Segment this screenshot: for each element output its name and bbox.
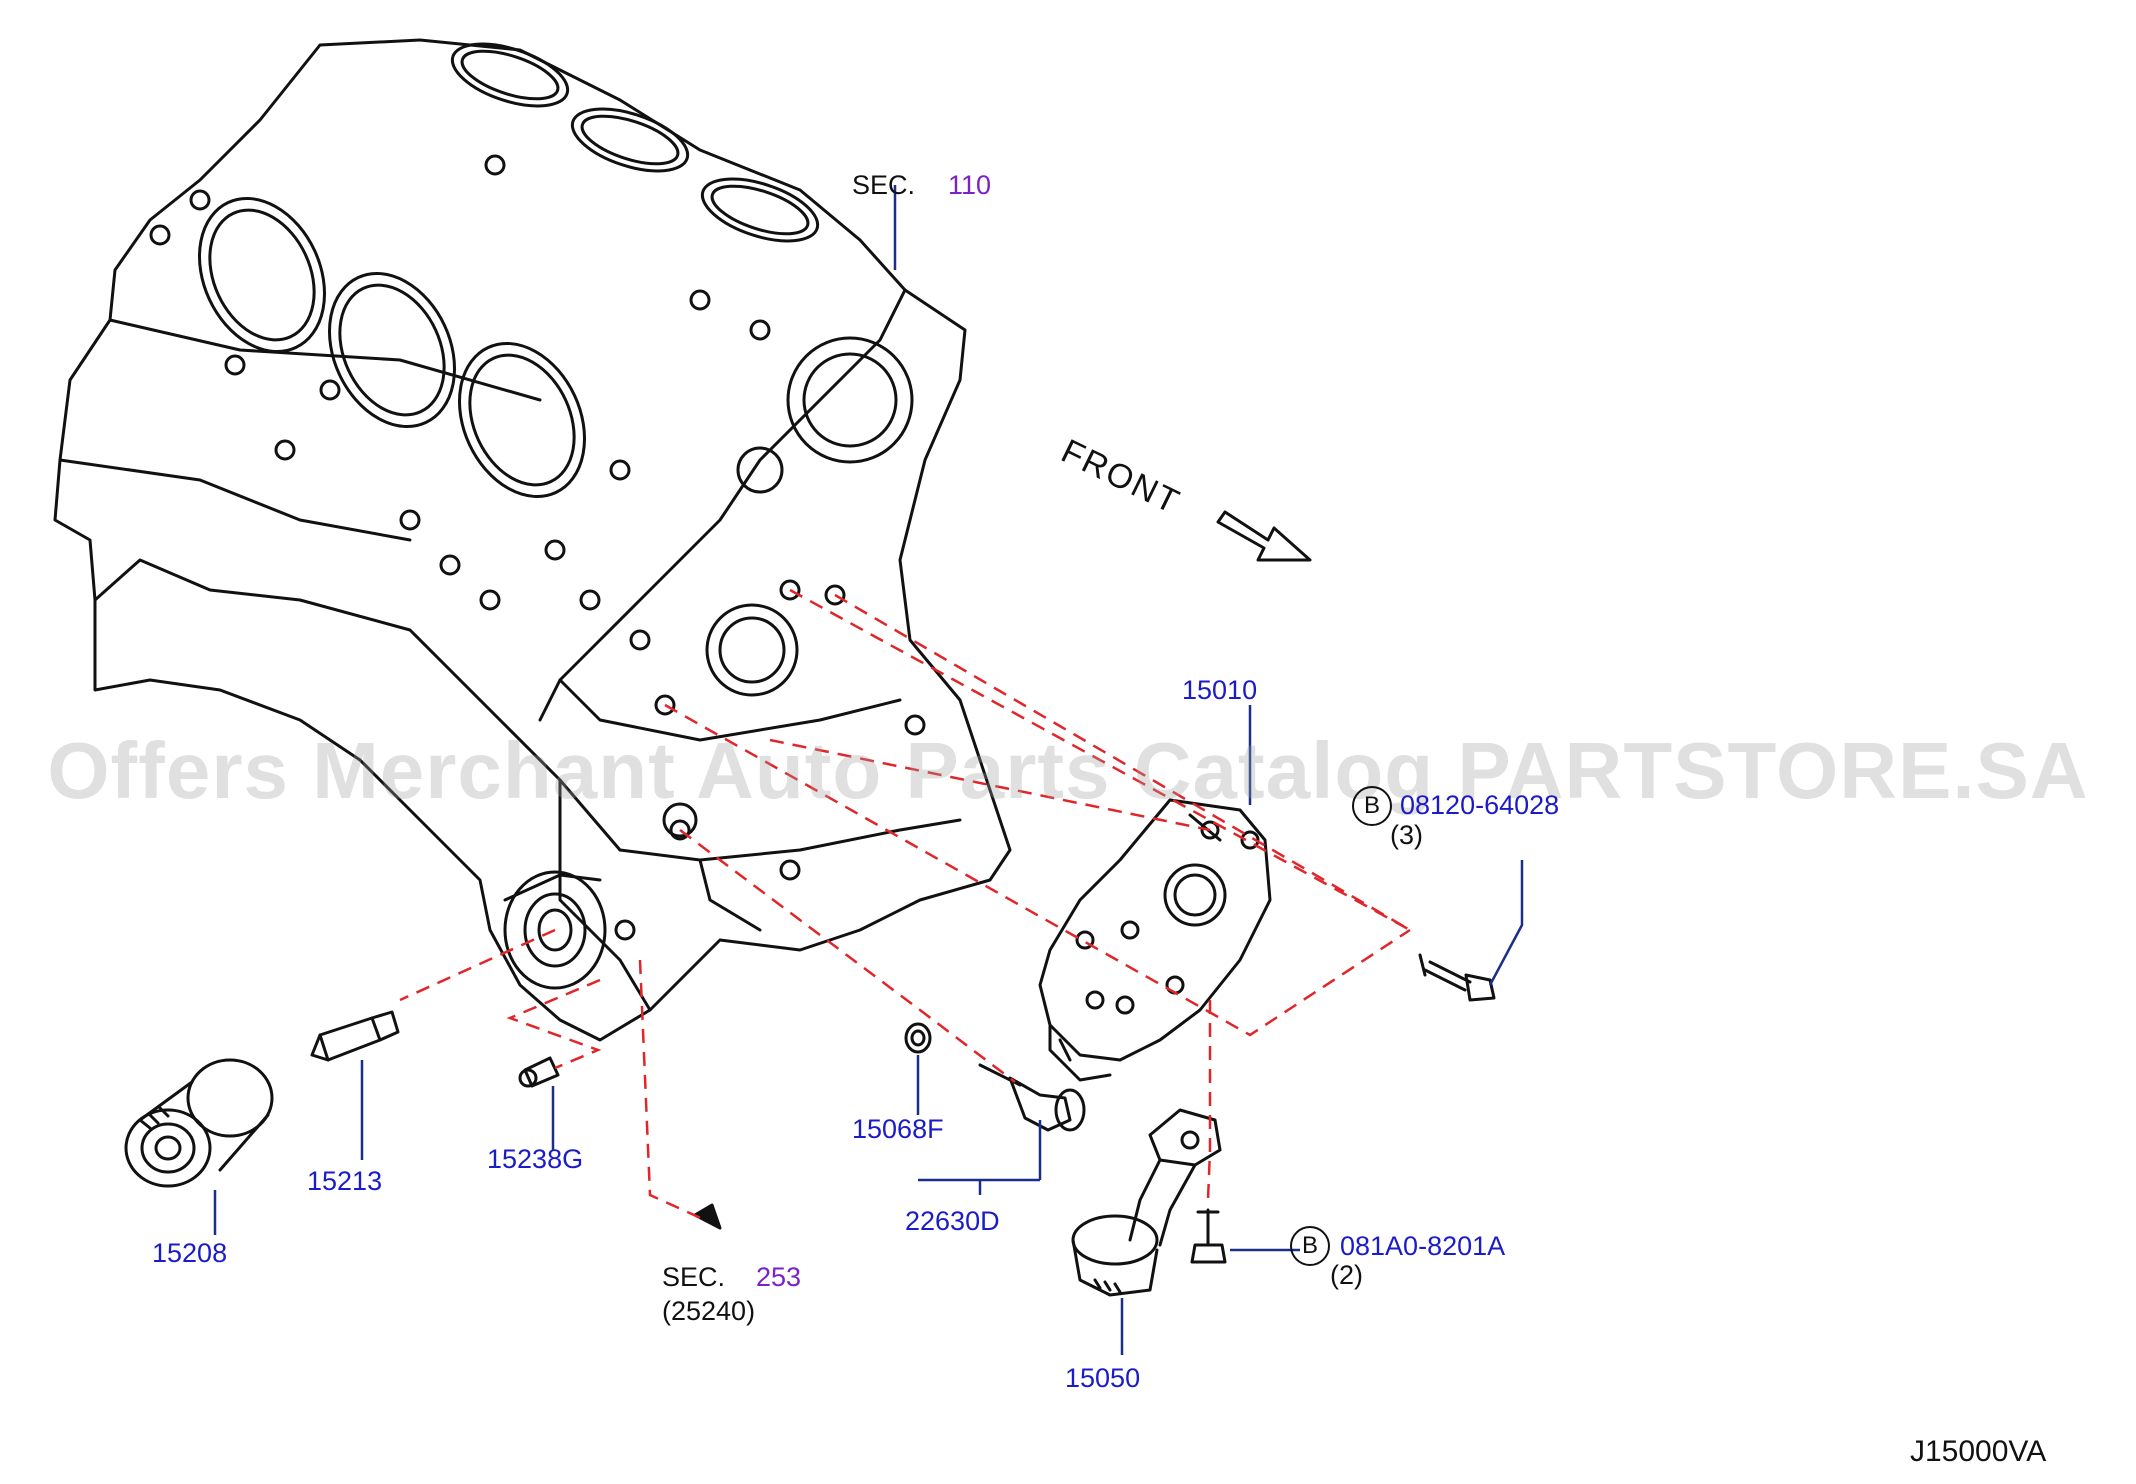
part-label-08120-64028[interactable]: 08120-64028 [1400,790,1560,820]
diagram-code: J15000VA [1910,1435,2047,1468]
part-label-15238g[interactable]: 15238G [487,1144,584,1174]
engine-block-illustration [53,38,1012,1042]
front-arrow-icon [1216,510,1312,562]
oil-strainer-illustration [1071,1108,1222,1297]
plug-15238g-illustration [518,1056,560,1088]
leader-lines [213,185,1524,1355]
section-label: SEC. [852,170,916,200]
part-label-15208[interactable]: 15208 [152,1238,228,1268]
section-link-110[interactable]: 110 [948,170,992,200]
connector-15213-illustration [310,1010,400,1062]
bolt-081a0-8201a-illustration [1190,1208,1227,1264]
part-label-15050[interactable]: 15050 [1065,1363,1141,1393]
part-label-15010[interactable]: 15010 [1182,675,1258,705]
section-arrow-icon [693,1203,722,1230]
section-label: SEC. [662,1262,726,1292]
bolt-marker-b: B [1290,1226,1330,1266]
alignment-guides [399,588,1411,1222]
part-label-15213[interactable]: 15213 [307,1166,383,1196]
part-label-22630d[interactable]: 22630D [905,1206,1000,1236]
quantity-label: (2) [1330,1260,1363,1290]
section-sub-label: (25240) [662,1296,756,1326]
watermark: Offers Merchant Auto Parts Catalog PARTS… [47,726,2089,815]
bolt-08120-64028-illustration [1418,953,1496,1002]
oil-pump-illustration [1038,798,1272,1082]
part-label-15068f[interactable]: 15068F [852,1114,944,1144]
section-link-253[interactable]: 253 [756,1262,802,1292]
quantity-label: (3) [1390,820,1423,850]
part-label-081a0-8201a[interactable]: 081A0-8201A [1340,1231,1506,1261]
oil-filter-illustration [124,1058,274,1188]
bolt-marker-b: B [1352,786,1392,826]
